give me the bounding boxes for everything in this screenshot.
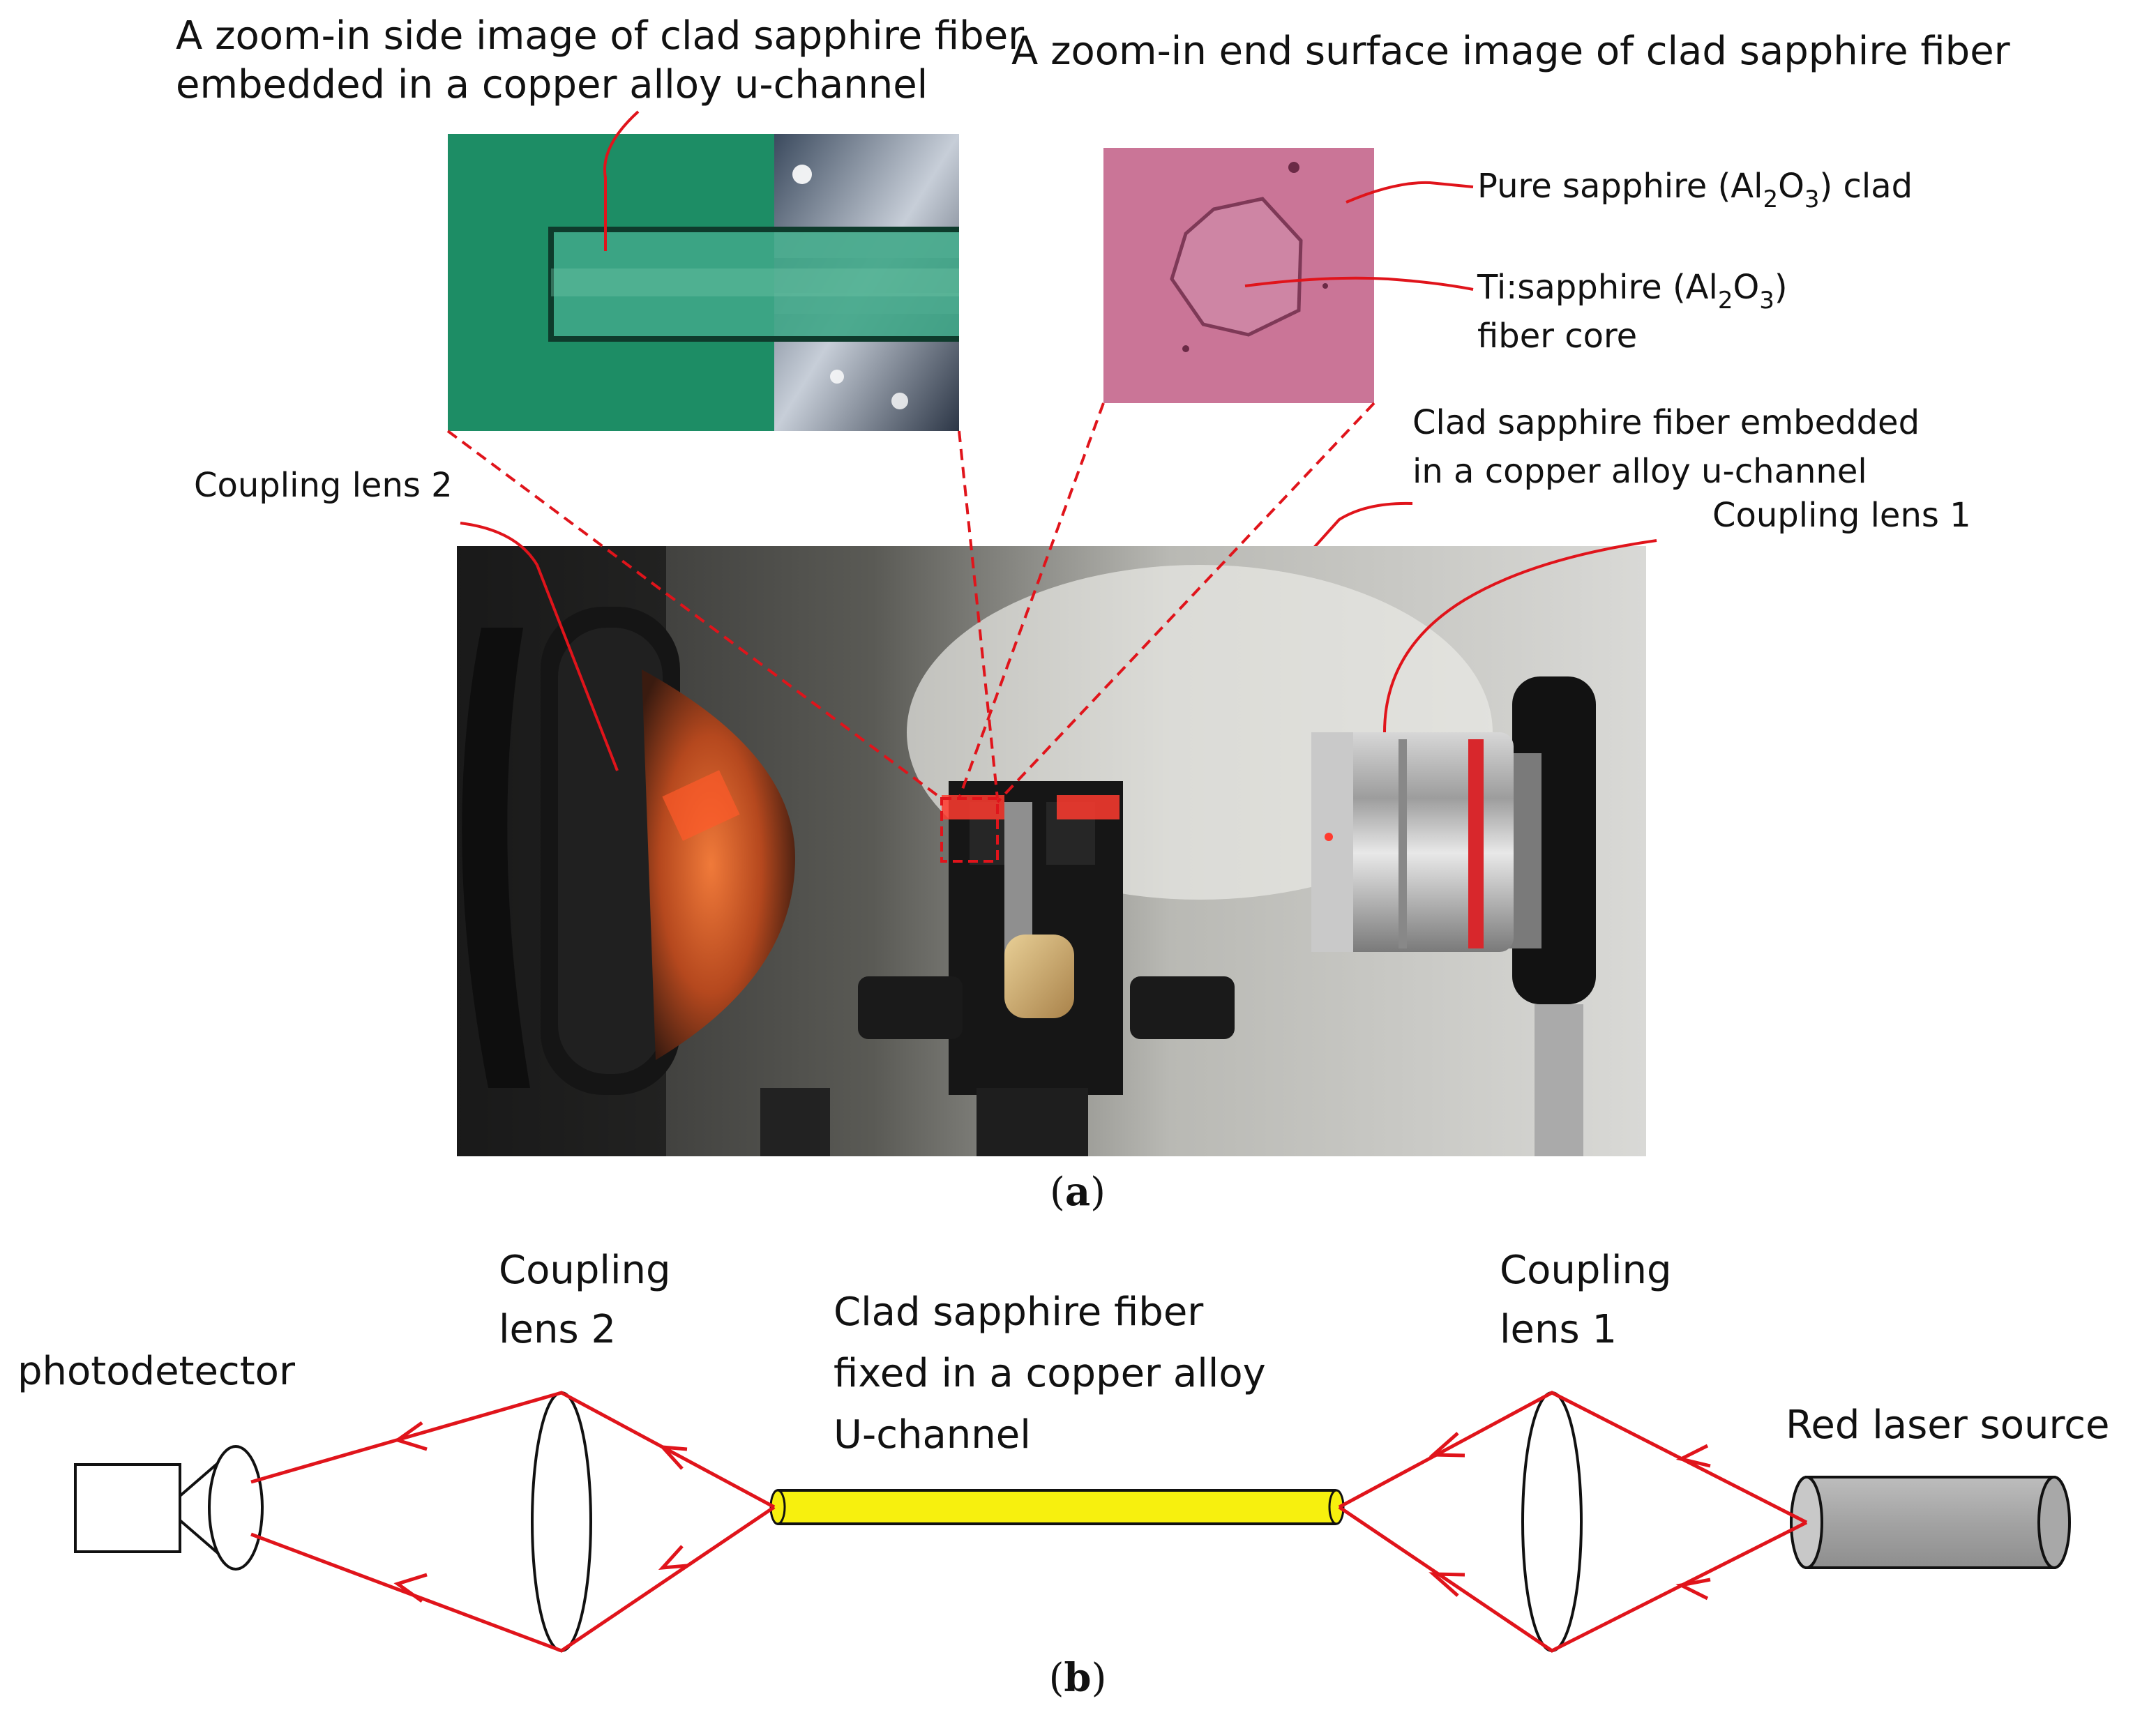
photodetector-label: photodetector: [17, 1349, 296, 1394]
panel-a: A zoom-in side image of clad sapphire fi…: [176, 13, 2011, 1215]
fiber-channel-label-line2: in a copper alloy u-channel: [1412, 452, 1867, 491]
clad-label: Pure sapphire (Al2O3) clad: [1477, 167, 1913, 213]
side-image-title-line2: embedded in a copper alloy u-channel: [176, 62, 928, 107]
lens1-label-line2: lens 1: [1500, 1307, 1617, 1352]
fiber-shape: [773, 1489, 1341, 1525]
lens1-label-line1: Coupling: [1500, 1248, 1672, 1293]
fiber-label-line3: U-channel: [834, 1412, 1031, 1458]
beam-paths: [250, 1391, 1808, 1653]
fiber-label-line1: Clad sapphire fiber: [834, 1289, 1204, 1335]
laser-label: Red laser source: [1786, 1402, 2110, 1448]
lens2-label-line1: Coupling: [499, 1248, 671, 1293]
end-image-title: A zoom-in end surface image of clad sapp…: [1011, 29, 2011, 74]
photodetector-shape: [74, 1445, 264, 1571]
lens2-label-line2: lens 2: [499, 1307, 616, 1352]
side-zoom-image: [448, 134, 959, 431]
fiber-label-line2: fixed in a copper alloy: [834, 1351, 1266, 1396]
coupling-lens-2-label: Coupling lens 2: [194, 466, 453, 505]
caption-b: (b): [1049, 1655, 1107, 1701]
coupling-lens-1-label: Coupling lens 1: [1712, 496, 1971, 535]
end-zoom-image: [1103, 148, 1374, 403]
core-label-line2: fiber core: [1477, 317, 1637, 356]
fiber-channel-label-line1: Clad sapphire fiber embedded: [1412, 403, 1920, 442]
coupling-lens-1-shape: [1521, 1391, 1583, 1652]
side-image-title-line1: A zoom-in side image of clad sapphire fi…: [176, 13, 1025, 59]
caption-a: (a): [1050, 1169, 1106, 1215]
core-label: Ti:sapphire (Al2O3): [1477, 268, 1788, 315]
panel-b: photodetector Coupling lens 2 Clad sapph…: [17, 1248, 2110, 1701]
laser-source-shape: [1790, 1476, 2071, 1569]
beam-arrows: [393, 1421, 1711, 1603]
setup-photo: [457, 546, 1646, 1156]
coupling-lens-2-shape: [531, 1391, 592, 1652]
